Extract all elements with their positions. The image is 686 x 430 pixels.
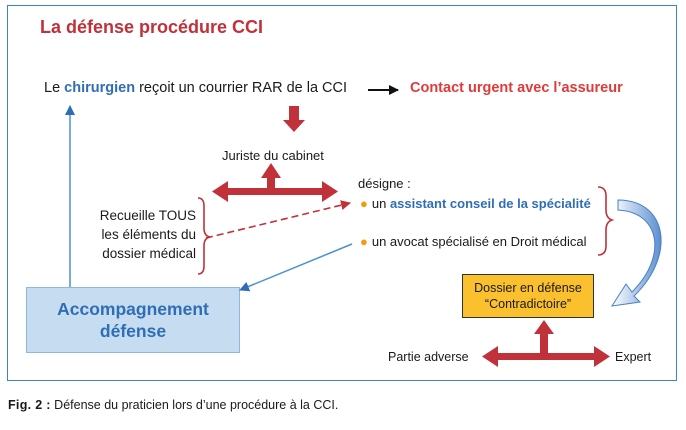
- diagram-frame: [7, 5, 677, 381]
- designe-item-assistant: ●un assistant conseil de la spécialité: [360, 196, 591, 211]
- caption-label: Fig. 2 :: [8, 398, 51, 412]
- contact-assureur-text: Contact urgent avec l’assureur: [410, 80, 623, 96]
- accompagnement-line: Accompagnement: [57, 299, 209, 319]
- juriste-double-arrow: [212, 163, 338, 202]
- caption-text: Défense du praticien lors d’une procédur…: [50, 398, 339, 412]
- item-prefix: un: [371, 196, 390, 211]
- dossier-line: “Contradictoire”: [484, 297, 572, 311]
- dossier-defense-box: Dossier en défense “Contradictoire”: [462, 274, 594, 318]
- adverse-expert-double-arrow: [482, 320, 610, 367]
- surgeon-receives-line: Le chirurgien reçoit un courrier RAR de …: [44, 80, 347, 96]
- blue-arrow-to-accompagnement: [239, 243, 353, 292]
- bullet-icon: ●: [360, 196, 368, 211]
- diagram-title: La défense procédure CCI: [40, 17, 264, 37]
- recueille-line: Recueille TOUS: [99, 208, 196, 223]
- designe-item-avocat: ●un avocat spécialisé en Droit médical: [360, 234, 586, 249]
- assistant-highlight: assistant conseil de la spécialité: [389, 196, 591, 211]
- red-down-arrow: [283, 106, 305, 132]
- line1-suffix: reçoit un courrier RAR de la CCI: [135, 80, 348, 96]
- dashed-arrow-to-assistant: [205, 200, 351, 239]
- accompagnement-defense-box: Accompagnement défense: [26, 287, 240, 353]
- partie-adverse-label: Partie adverse: [388, 350, 469, 364]
- designe-brace: [597, 186, 615, 256]
- figure-caption: Fig. 2 : Défense du praticien lors d’une…: [8, 398, 338, 412]
- recueille-brace: [197, 197, 211, 275]
- chirurgien-word: chirurgien: [64, 80, 136, 96]
- accompagnement-line: défense: [99, 321, 167, 341]
- juriste-label: Juriste du cabinet: [222, 148, 324, 163]
- dossier-line: Dossier en défense: [474, 281, 582, 295]
- line1-prefix: Le: [44, 80, 65, 96]
- recueille-line: les éléments du: [101, 227, 196, 242]
- designe-label: désigne :: [358, 176, 411, 191]
- recueille-line: dossier médical: [102, 246, 196, 261]
- recueille-text: Recueille TOUS les éléments du dossier m…: [66, 206, 196, 263]
- bullet-icon: ●: [360, 234, 368, 249]
- curved-arrow-to-dossier: [610, 199, 662, 307]
- item-text: un avocat spécialisé en Droit médical: [371, 234, 587, 249]
- expert-label: Expert: [615, 350, 652, 364]
